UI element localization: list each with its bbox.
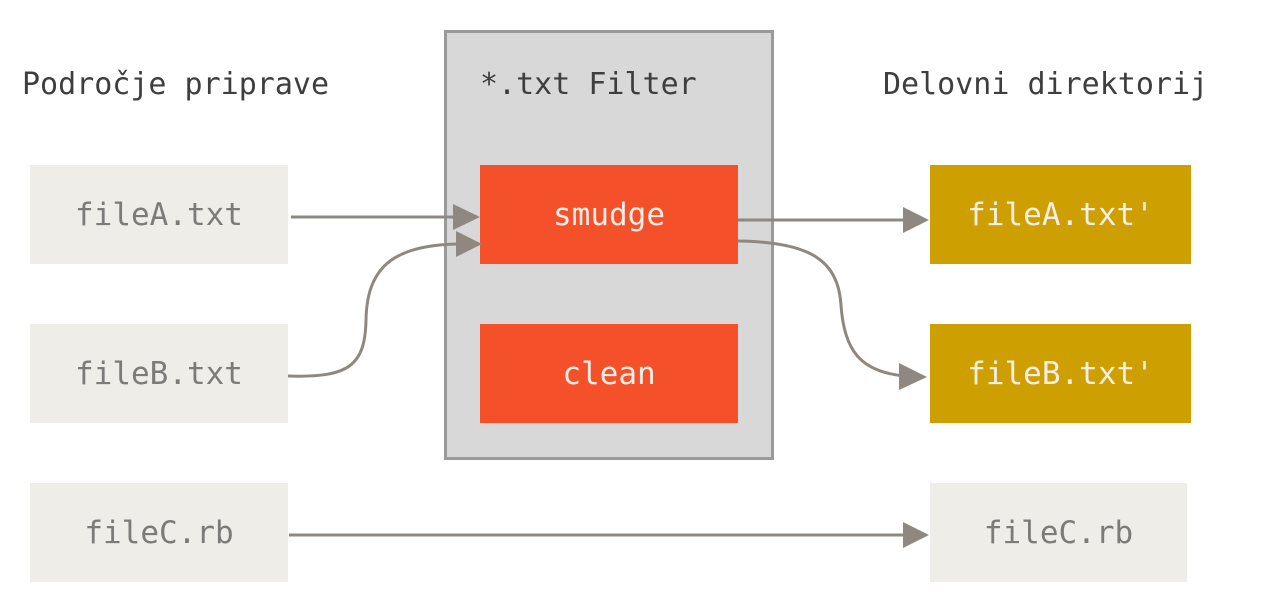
working-file-c: fileC.rb <box>930 483 1187 582</box>
staging-file-c: fileC.rb <box>30 483 288 582</box>
staging-file-b: fileB.txt <box>30 324 288 423</box>
smudge-box: smudge <box>480 165 738 264</box>
working-file-a: fileA.txt' <box>930 165 1191 264</box>
filter-heading: *.txt Filter <box>480 67 697 102</box>
arrow-fileb-to-smudge <box>287 242 459 378</box>
clean-box: clean <box>480 324 738 423</box>
arrowhead-icon <box>899 363 927 390</box>
arrowhead-icon <box>903 522 929 548</box>
arrowhead-icon <box>903 207 929 233</box>
staging-file-a: fileA.txt <box>30 165 288 264</box>
staging-area-heading: Področje priprave <box>22 67 330 102</box>
working-directory-heading: Delovni direktorij <box>883 67 1209 102</box>
working-file-b: fileB.txt' <box>930 324 1191 423</box>
